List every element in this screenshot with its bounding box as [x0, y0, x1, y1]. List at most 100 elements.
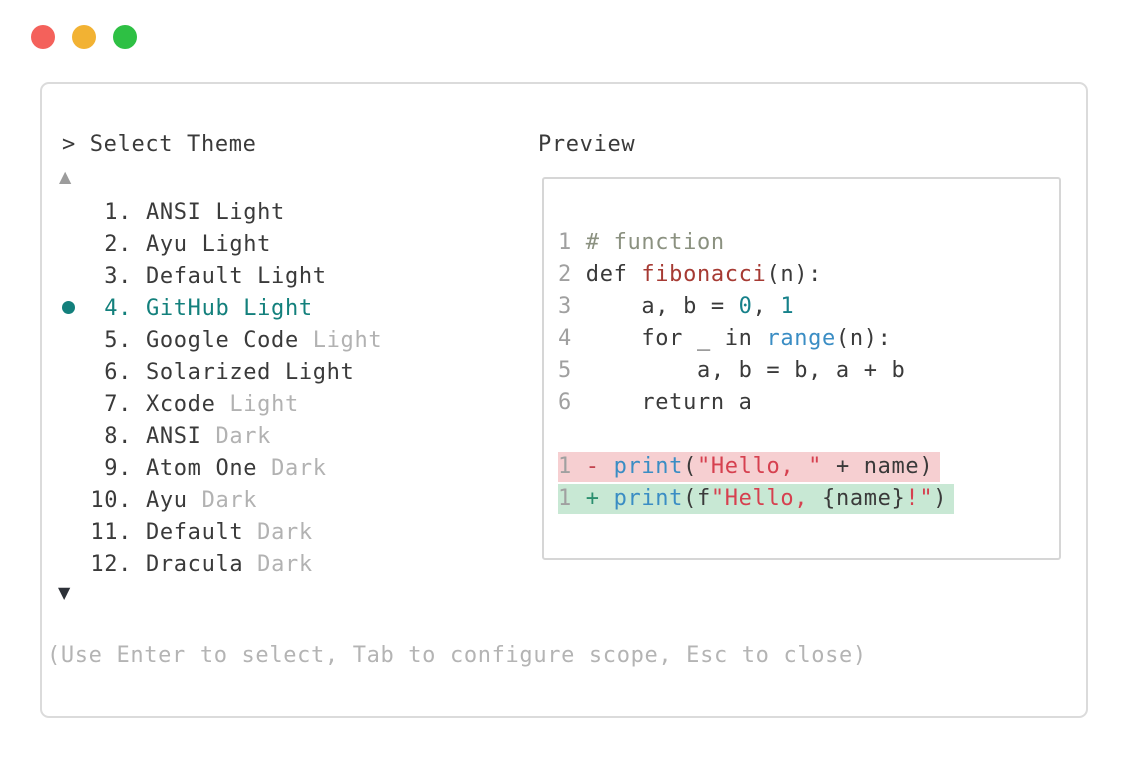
preview-label: Preview — [538, 132, 636, 157]
theme-list-item[interactable]: 11. Default Dark — [62, 516, 382, 548]
theme-item-number: 8. — [104, 423, 132, 449]
token-code: + name) — [822, 454, 934, 479]
theme-item-number: 2. — [104, 231, 132, 257]
code-line: 1 # function — [558, 227, 1059, 259]
selected-item-marker — [62, 420, 84, 452]
code-line: 6 return a — [558, 387, 1059, 419]
theme-item-label: Dracula Dark — [146, 551, 313, 577]
selected-item-marker — [62, 196, 84, 228]
token-ln: 1 — [558, 486, 586, 511]
theme-item-label: ANSI Light — [146, 199, 285, 225]
token-code: return a — [585, 390, 753, 415]
selected-item-marker — [62, 260, 84, 292]
token-string: !" — [905, 486, 934, 511]
theme-item-label: Ayu Light — [146, 231, 272, 257]
theme-item-variant: Dark — [257, 455, 327, 481]
theme-list: 1. ANSI Light 2. Ayu Light 3. Default Light 4.… — [62, 196, 382, 580]
code-line: 1 + print(f"Hello, {name}!") — [558, 483, 1059, 515]
theme-item-label: Default Dark — [146, 519, 313, 545]
theme-list-item[interactable]: 2. Ayu Light — [62, 228, 382, 260]
diff-removed-line: 1 - print("Hello, " + name) — [558, 452, 941, 482]
token-ln: 4 — [558, 326, 586, 351]
token-code: def — [585, 262, 642, 287]
theme-list-item[interactable]: 4. GitHub Light — [62, 292, 382, 324]
code-line: 4 for _ in range(n): — [558, 323, 1059, 355]
selected-dot-icon — [62, 301, 75, 314]
token-code: , — [752, 294, 781, 319]
diff-added-line: 1 + print(f"Hello, {name}!") — [558, 484, 955, 514]
selected-item-marker — [62, 356, 84, 388]
token-ln: 1 — [558, 230, 586, 255]
theme-item-variant: Dark — [201, 423, 272, 449]
theme-item-number: 11. — [90, 519, 132, 545]
selected-item-marker — [62, 484, 84, 516]
token-string: "Hello, " — [696, 454, 823, 479]
theme-item-number: 12. — [90, 551, 132, 577]
theme-item-variant: Light — [215, 391, 299, 417]
token-code: {name} — [822, 486, 906, 511]
theme-list-item[interactable]: 9. Atom One Dark — [62, 452, 382, 484]
theme-list-item[interactable]: 1. ANSI Light — [62, 196, 382, 228]
selected-item-marker — [62, 324, 84, 356]
token-plus: + — [585, 486, 614, 511]
theme-list-item[interactable]: 7.Xcode Light — [62, 388, 382, 420]
code-line-text: 1 # function — [558, 227, 725, 259]
theme-list-item[interactable]: 5.Google Code Light — [62, 324, 382, 356]
scroll-down-icon[interactable]: ▼ — [58, 583, 71, 602]
selected-item-marker — [62, 228, 84, 260]
token-string: "Hello, — [710, 486, 823, 511]
code-line-text: 2 def fibonacci(n): — [558, 259, 822, 291]
token-code: (n): — [766, 262, 823, 287]
theme-item-label: ANSI Dark — [146, 423, 272, 449]
theme-item-number: 1. — [104, 199, 132, 225]
token-code: (n): — [835, 326, 892, 351]
theme-item-number: 9. — [104, 455, 132, 481]
theme-list-item[interactable]: 6. Solarized Light — [62, 356, 382, 388]
token-code: for _ in — [585, 326, 767, 351]
theme-item-label: Default Light — [146, 263, 327, 289]
theme-item-number: 3. — [104, 263, 132, 289]
code-line: 5 a, b = b, a + b — [558, 355, 1059, 387]
theme-item-label: Atom One Dark — [146, 455, 327, 481]
window-controls — [31, 25, 137, 49]
page-title: > Select Theme — [62, 132, 257, 157]
code-line-text: 4 for _ in range(n): — [558, 323, 892, 355]
theme-item-label: Google Code Light — [146, 327, 383, 353]
keyboard-hint: (Use Enter to select, Tab to configure s… — [47, 643, 867, 668]
token-code: a, b = b, a + b — [585, 358, 906, 383]
theme-list-item[interactable]: 3. Default Light — [62, 260, 382, 292]
token-ln: 5 — [558, 358, 586, 383]
theme-item-number: 6. — [104, 359, 132, 385]
theme-item-variant: Dark — [187, 487, 258, 513]
token-builtin: print — [613, 454, 684, 479]
token-minus: - — [585, 454, 614, 479]
selected-item-marker — [62, 452, 84, 484]
token-ln: 6 — [558, 390, 586, 415]
theme-selector-panel: > Select Theme Preview ▲ 1. ANSI Light 2. A… — [40, 82, 1088, 718]
token-code: (f — [683, 486, 711, 511]
minimize-button[interactable] — [72, 25, 96, 49]
theme-item-label: GitHub Light — [146, 295, 313, 321]
token-comment: # function — [585, 230, 725, 255]
theme-item-number: 4. — [104, 295, 132, 321]
token-num: 0 — [738, 294, 753, 319]
theme-list-item[interactable]: 8. ANSI Dark — [62, 420, 382, 452]
theme-item-variant: Light — [298, 327, 383, 353]
selected-item-marker — [62, 388, 84, 420]
zoom-button[interactable] — [113, 25, 137, 49]
token-num: 1 — [780, 294, 795, 319]
theme-item-number: 10. — [90, 487, 132, 513]
code-line: 1 - print("Hello, " + name) — [558, 451, 1059, 483]
theme-list-item[interactable]: 10.Ayu Dark — [62, 484, 382, 516]
token-code: ( — [683, 454, 697, 479]
close-button[interactable] — [31, 25, 55, 49]
theme-item-variant: Dark — [243, 551, 313, 577]
theme-list-item[interactable]: 12. Dracula Dark — [62, 548, 382, 580]
theme-item-number: 7. — [104, 391, 132, 417]
token-ln: 1 — [558, 454, 586, 479]
scroll-up-icon[interactable]: ▲ — [59, 167, 72, 186]
selected-item-marker — [62, 292, 84, 324]
theme-item-label: Solarized Light — [146, 359, 355, 385]
